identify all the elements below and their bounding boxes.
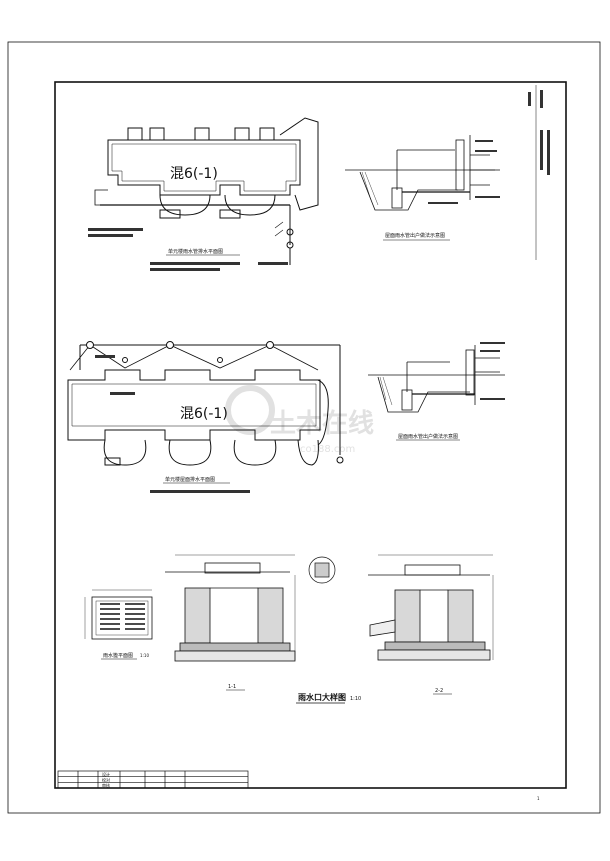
- caption-inlet: 雨水口大样图: [298, 692, 346, 702]
- inlet-section-1: [165, 554, 296, 662]
- plan-label-lower: 混6(-1): [180, 406, 228, 422]
- watermark-text: 土木在线: [270, 409, 374, 439]
- outer-border: [7, 41, 601, 814]
- title-block-label-3: 审核: [102, 782, 110, 788]
- caption-detail-lower: 屋面雨水管出户做法示意图: [398, 433, 458, 440]
- upper-plan: [94, 117, 319, 265]
- upper-plan-notes: [88, 228, 288, 271]
- lower-detail: [368, 345, 505, 413]
- lower-detail-notes: [480, 342, 505, 400]
- watermark-subtext: co188.com: [300, 444, 355, 455]
- title-block-label-2: 校对: [102, 777, 110, 783]
- section-label-2: 2-2: [435, 688, 443, 694]
- caption-plan-upper: 单元楼雨水管排水平面图: [168, 248, 223, 255]
- section-label-1: 1-1: [228, 684, 236, 690]
- grate-plan: [84, 589, 153, 640]
- caption-grate: 雨水篦平面图: [103, 652, 133, 659]
- title-block: [57, 770, 249, 789]
- caption-plan-lower: 单元楼屋面排水平面图: [165, 476, 215, 483]
- upper-detail: [345, 135, 500, 211]
- inlet-detail-circle: [308, 556, 336, 584]
- inlet-scale: 1:10: [350, 696, 361, 702]
- page-number: 1: [537, 796, 540, 801]
- upper-detail-notes: [428, 140, 500, 204]
- watermark: 土木在线 co188.com: [225, 385, 374, 455]
- title-block-label-1: 设计: [102, 771, 110, 777]
- plan-label-upper: 混6(-1): [170, 166, 218, 182]
- inlet-section-2: [368, 554, 494, 661]
- grate-scale: 1:10: [140, 653, 149, 658]
- lower-plan: [67, 341, 344, 466]
- side-title-strip: [528, 85, 550, 260]
- inner-border: [54, 81, 567, 789]
- caption-detail-upper: 屋面雨水管出户做法示意图: [385, 232, 445, 239]
- lower-plan-notes: [95, 355, 250, 493]
